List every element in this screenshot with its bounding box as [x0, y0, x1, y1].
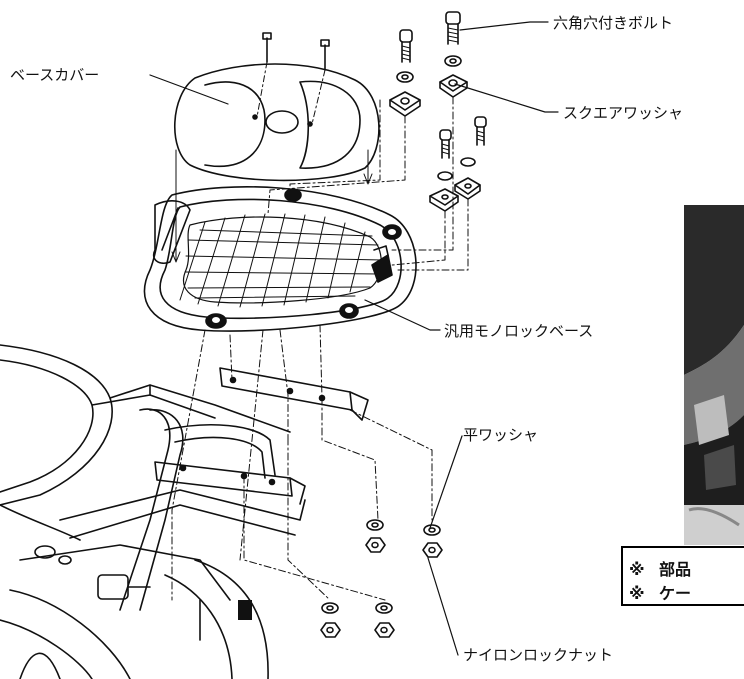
label-square-washer: スクエアワッシャ: [563, 104, 684, 122]
note-mark: ※: [629, 560, 645, 579]
note-text: ケー: [659, 584, 692, 603]
leader-lines: [149, 21, 559, 656]
label-monolock-base: 汎用モノロックベース: [444, 322, 594, 340]
washers-and-nuts: [243, 397, 443, 638]
note-mark: ※: [629, 584, 645, 603]
note-row: ※ 部品: [629, 556, 691, 580]
base-cover: [173, 32, 380, 182]
motorcycle-rear-frame: [0, 344, 306, 679]
label-hex-socket-bolt: 六角穴付きボルト: [553, 14, 674, 32]
mounting-plates: [154, 367, 369, 505]
label-flat-washer: 平ワッシャ: [463, 426, 539, 444]
installation-photo: [684, 205, 744, 545]
monolock-base: [143, 186, 417, 601]
note-text: 部品: [659, 560, 692, 579]
notes-box: ※ 部品 ※ ケー: [621, 546, 744, 606]
label-nylon-lock-nut: ナイロンロックナット: [463, 646, 614, 664]
note-row: ※ ケー: [629, 580, 691, 604]
hex-socket-bolts-and-washers: [171, 11, 487, 271]
label-base-cover: ベースカバー: [10, 66, 100, 84]
